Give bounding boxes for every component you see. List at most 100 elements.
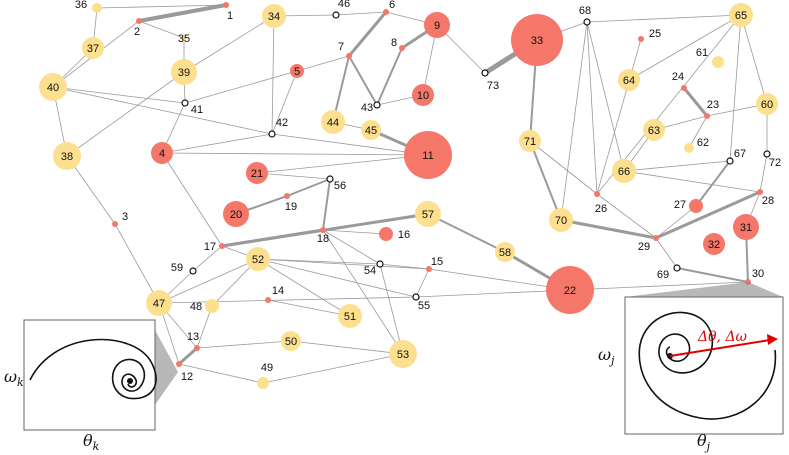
inset-right-y-label: ωj	[598, 345, 615, 367]
node-66-label: 66	[618, 166, 630, 178]
node-39: 39	[171, 59, 197, 85]
node-34-label: 34	[268, 11, 280, 23]
inset-left-trajectory	[29, 338, 157, 400]
node-42-label: 42	[276, 117, 288, 129]
node-25-label: 25	[649, 28, 661, 40]
node-38-marker	[53, 142, 81, 170]
node-6-marker	[383, 9, 389, 15]
node-19-marker	[284, 193, 290, 199]
edge-21-56	[256, 172, 331, 180]
node-22-marker	[546, 266, 594, 314]
node-64-marker	[618, 69, 640, 91]
edge-54-15	[379, 263, 430, 270]
node-22: 22	[546, 266, 594, 314]
edge-17-59	[192, 245, 223, 272]
node-45-label: 45	[365, 125, 377, 137]
node-63-marker	[643, 119, 665, 141]
node-55-label: 55	[418, 300, 430, 312]
inset-left-y-label: ωk	[4, 367, 24, 389]
edge-18-16	[322, 229, 387, 235]
node-3: 3	[112, 211, 128, 227]
node-69-label: 69	[657, 269, 669, 281]
node-47: 47	[146, 290, 172, 316]
node-25: 25	[638, 28, 661, 42]
node-61: 61	[696, 47, 724, 68]
node-52: 52	[246, 247, 270, 271]
node-53-marker	[389, 340, 417, 368]
edge-3-47	[114, 223, 160, 304]
edge-64-65	[628, 14, 742, 81]
node-49-label: 49	[261, 362, 273, 374]
node-24-marker	[681, 85, 687, 91]
edge-26-29	[596, 193, 657, 239]
node-63-label: 63	[648, 125, 660, 137]
node-43: 43	[361, 101, 381, 114]
node-70-label: 70	[555, 215, 567, 227]
node-22-label: 22	[564, 285, 576, 297]
node-11: 11	[404, 131, 452, 179]
edge-2-1	[138, 3, 227, 23]
node-66: 66	[612, 159, 636, 183]
node-7-label: 7	[338, 41, 344, 53]
node-71-label: 71	[524, 136, 536, 148]
node-35-marker	[181, 35, 187, 41]
node-3-label: 3	[122, 211, 128, 223]
edge-23-62	[688, 115, 708, 149]
node-44-label: 44	[327, 117, 339, 129]
node-73-label: 73	[487, 80, 499, 92]
node-53: 53	[389, 340, 417, 368]
edge-22-30	[569, 281, 749, 291]
edge-68-66	[586, 21, 625, 172]
node-30-label: 30	[752, 268, 764, 280]
node-38: 38	[53, 142, 81, 170]
node-40-label: 40	[47, 82, 59, 94]
node-65-marker	[729, 3, 753, 27]
node-31-marker	[733, 214, 759, 240]
node-45: 45	[361, 120, 381, 140]
node-53-label: 53	[397, 349, 409, 361]
delta-arrow-head	[767, 334, 778, 345]
node-52-marker	[246, 247, 270, 271]
edge-21-11	[256, 154, 429, 174]
node-57: 57	[415, 201, 441, 227]
edge-5-7	[296, 55, 350, 72]
edge-13-50	[196, 340, 292, 349]
node-8: 8	[391, 37, 405, 51]
node-10-marker	[412, 84, 434, 106]
node-6-label: 6	[389, 0, 395, 11]
edge-19-56	[286, 178, 331, 197]
edge-41-5	[184, 70, 298, 104]
node-19-label: 19	[285, 201, 297, 213]
edge-66-28	[623, 170, 761, 193]
edge-54-53	[379, 263, 404, 355]
node-21: 21	[246, 162, 268, 184]
node-18-label: 18	[317, 233, 329, 245]
node-45-marker	[361, 120, 381, 140]
node-46-label: 46	[338, 0, 350, 10]
node-16-label: 16	[398, 229, 410, 241]
edge-71-70	[529, 140, 562, 221]
node-68-marker	[583, 18, 591, 26]
node-61-marker	[712, 56, 724, 68]
edge-40-41	[52, 86, 186, 104]
edge-46-6	[335, 11, 387, 16]
node-49: 49	[257, 362, 273, 389]
node-1-label: 1	[227, 10, 233, 22]
node-13-label: 13	[187, 331, 199, 343]
node-37-marker	[82, 37, 104, 59]
node-56-marker	[326, 175, 334, 183]
edge-2-35	[138, 20, 185, 39]
node-41: 41	[181, 99, 203, 116]
edge-13-48	[196, 305, 213, 349]
node-62: 62	[684, 137, 709, 153]
edge-56-18	[322, 178, 331, 231]
node-20: 20	[223, 201, 249, 227]
node-40-marker	[39, 73, 67, 101]
edge-28-72	[759, 153, 768, 193]
edge-49-53	[262, 353, 404, 384]
node-23: 23	[704, 99, 719, 119]
node-60-marker	[756, 93, 778, 115]
node-64-label: 64	[623, 75, 635, 87]
node-12: 12	[176, 361, 193, 383]
edge-52-15	[257, 258, 430, 270]
